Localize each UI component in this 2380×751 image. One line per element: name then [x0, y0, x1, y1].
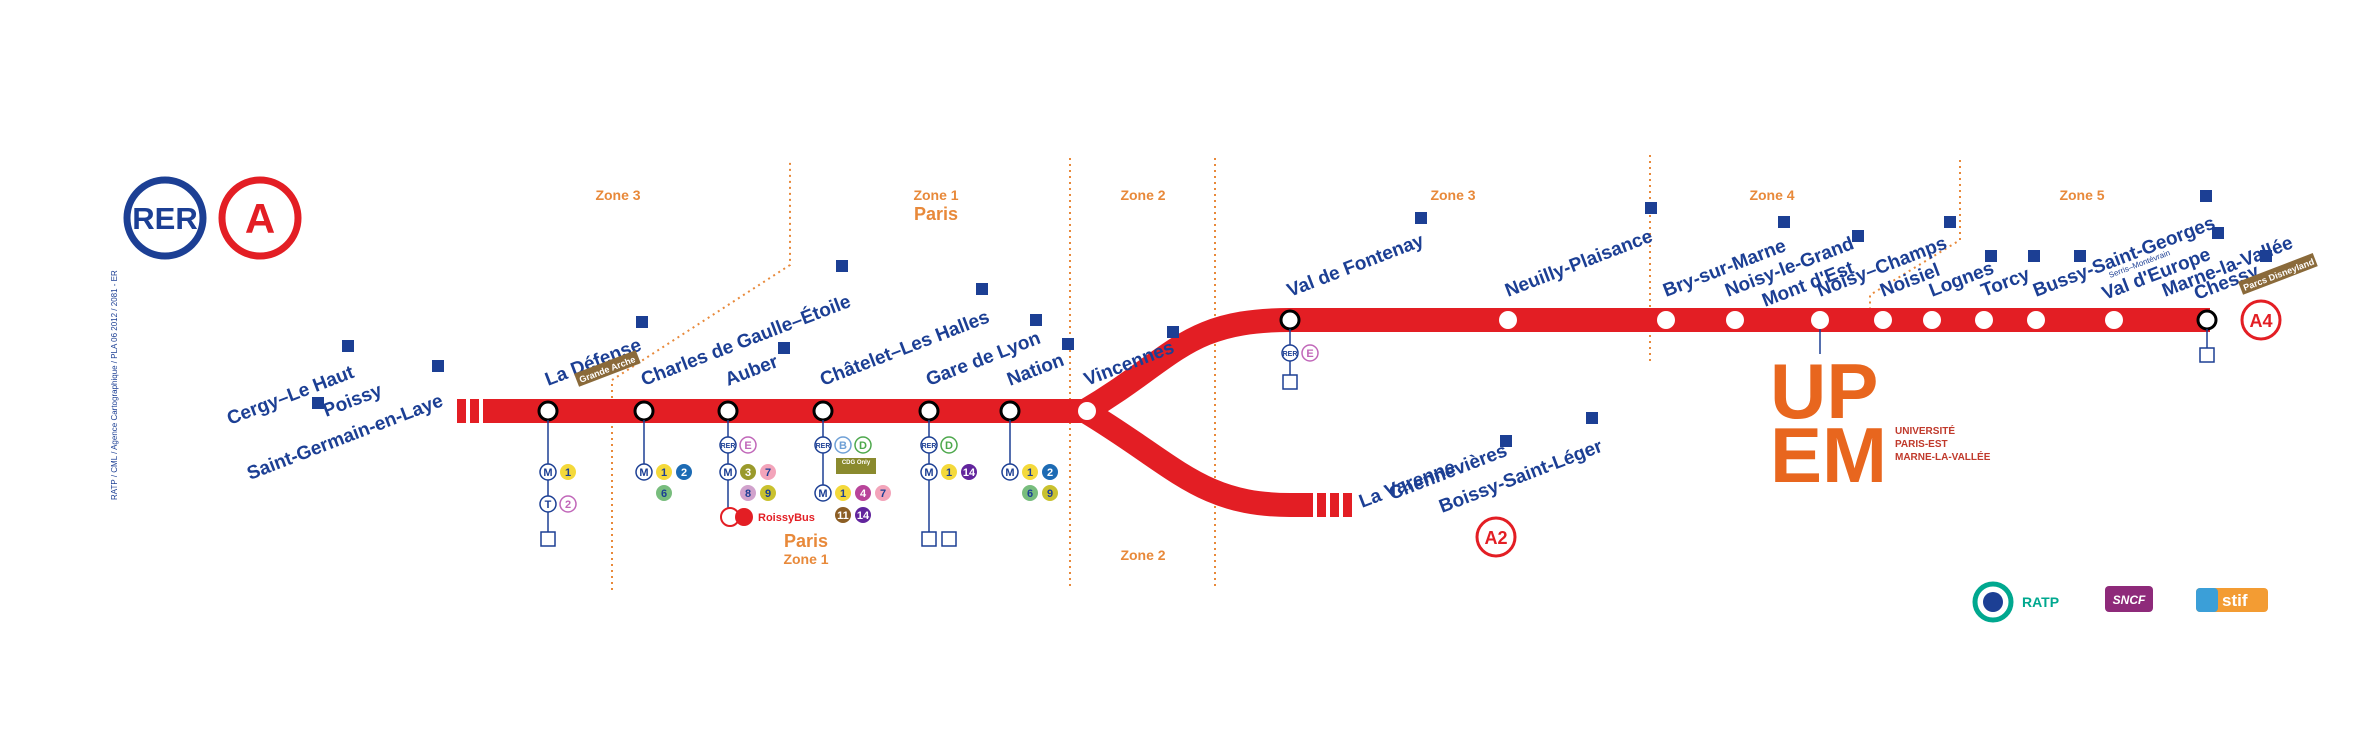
line-a-logo-text: A [245, 195, 275, 242]
svg-text:B: B [839, 440, 847, 452]
sncf-logo: SNCF [2105, 586, 2153, 612]
svg-text:E: E [1306, 348, 1313, 360]
svg-text:RER: RER [922, 443, 937, 450]
svg-text:14: 14 [963, 467, 976, 479]
svg-text:2: 2 [565, 499, 571, 511]
svg-text:M: M [924, 467, 933, 479]
zone-label-z4: Zone 4 [1749, 187, 1794, 203]
svg-text:9: 9 [1047, 488, 1053, 500]
svg-text:E: E [744, 440, 751, 452]
zone-label-z3-left: Zone 3 [595, 187, 640, 203]
rer-logo-text: RER [132, 201, 197, 236]
svg-text:M: M [723, 467, 732, 479]
zone-label-paris-bottom: Paris [784, 531, 828, 551]
branch-a2-badge: A2 [1475, 516, 1517, 558]
svg-text:stif: stif [2222, 591, 2248, 610]
svg-text:1: 1 [565, 467, 571, 479]
line-track [457, 308, 2210, 517]
upem-logo: UP EM UNIVERSITÉ PARIS-EST MARNE-LA-VALL… [1770, 347, 1991, 499]
station-neuilly-plaisance[interactable]: Neuilly-Plaisance [1502, 226, 1655, 302]
svg-text:1: 1 [661, 467, 667, 479]
svg-text:T: T [545, 499, 552, 511]
upem-top: UP [1770, 347, 1878, 435]
svg-text:8: 8 [745, 488, 751, 500]
svg-text:1: 1 [840, 488, 846, 500]
svg-text:3: 3 [745, 467, 751, 479]
zone-label-z1-bottom: Zone 1 [783, 551, 828, 567]
svg-text:6: 6 [1027, 488, 1033, 500]
svg-text:7: 7 [765, 467, 771, 479]
zone-label-z5: Zone 5 [2059, 187, 2104, 203]
svg-text:A2: A2 [1484, 528, 1507, 548]
rer-logo: RER [123, 176, 207, 260]
credit-text: RATP / CML / Agence Cartographique / PLA… [110, 270, 119, 500]
svg-text:RER: RER [721, 443, 736, 450]
upem-line2: PARIS-EST [1895, 439, 1948, 450]
svg-text:M: M [818, 488, 827, 500]
branch-a4-badge: A4 [2240, 299, 2282, 341]
ratp-logo: RATP [1972, 581, 2059, 623]
zone-label-z3-right: Zone 3 [1430, 187, 1475, 203]
svg-text:M: M [543, 467, 552, 479]
zone-label-paris-top: Paris [914, 204, 958, 224]
svg-text:7: 7 [880, 488, 886, 500]
svg-text:RER: RER [816, 443, 831, 450]
upem-line3: MARNE-LA-VALLÉE [1895, 450, 1991, 463]
svg-text:11: 11 [837, 510, 849, 522]
svg-text:RATP: RATP [2022, 594, 2059, 610]
zone-label-z2-top: Zone 2 [1120, 187, 1165, 203]
station-chatelet[interactable]: Châtelet–Les Halles [817, 307, 992, 391]
svg-text:M: M [1005, 467, 1014, 479]
station-val-de-fontenay[interactable]: Val de Fontenay [1284, 230, 1427, 302]
stif-logo: stif [2196, 588, 2268, 612]
svg-text:CDG Only: CDG Only [842, 460, 871, 466]
zone-boundaries [611, 155, 1961, 590]
upem-bottom: EM [1770, 411, 1887, 499]
svg-text:9: 9 [765, 488, 771, 500]
connections: M 1 T 2 M 1 2 6 RER E M 3 7 8 9 Roi [539, 329, 2215, 547]
svg-text:2: 2 [681, 467, 687, 479]
upem-line1: UNIVERSITÉ [1895, 424, 1955, 437]
roissybus-label: RoissyBus [758, 512, 815, 524]
svg-text:2: 2 [1047, 467, 1053, 479]
zone-label-z2-bottom: Zone 2 [1120, 547, 1165, 563]
svg-text:D: D [945, 440, 953, 452]
svg-text:RER: RER [1283, 351, 1298, 358]
line-a-logo: A [218, 176, 302, 260]
zone-label-z1-top: Zone 1 [913, 187, 958, 203]
wheelchair-icons [312, 190, 2272, 447]
svg-text:1: 1 [1027, 467, 1033, 479]
svg-text:A4: A4 [2249, 311, 2272, 331]
svg-text:4: 4 [860, 488, 867, 500]
svg-text:1: 1 [946, 467, 952, 479]
svg-text:SNCF: SNCF [2113, 593, 2146, 607]
svg-text:M: M [639, 467, 648, 479]
svg-text:6: 6 [661, 488, 667, 500]
svg-text:D: D [859, 440, 867, 452]
svg-text:14: 14 [857, 510, 870, 522]
